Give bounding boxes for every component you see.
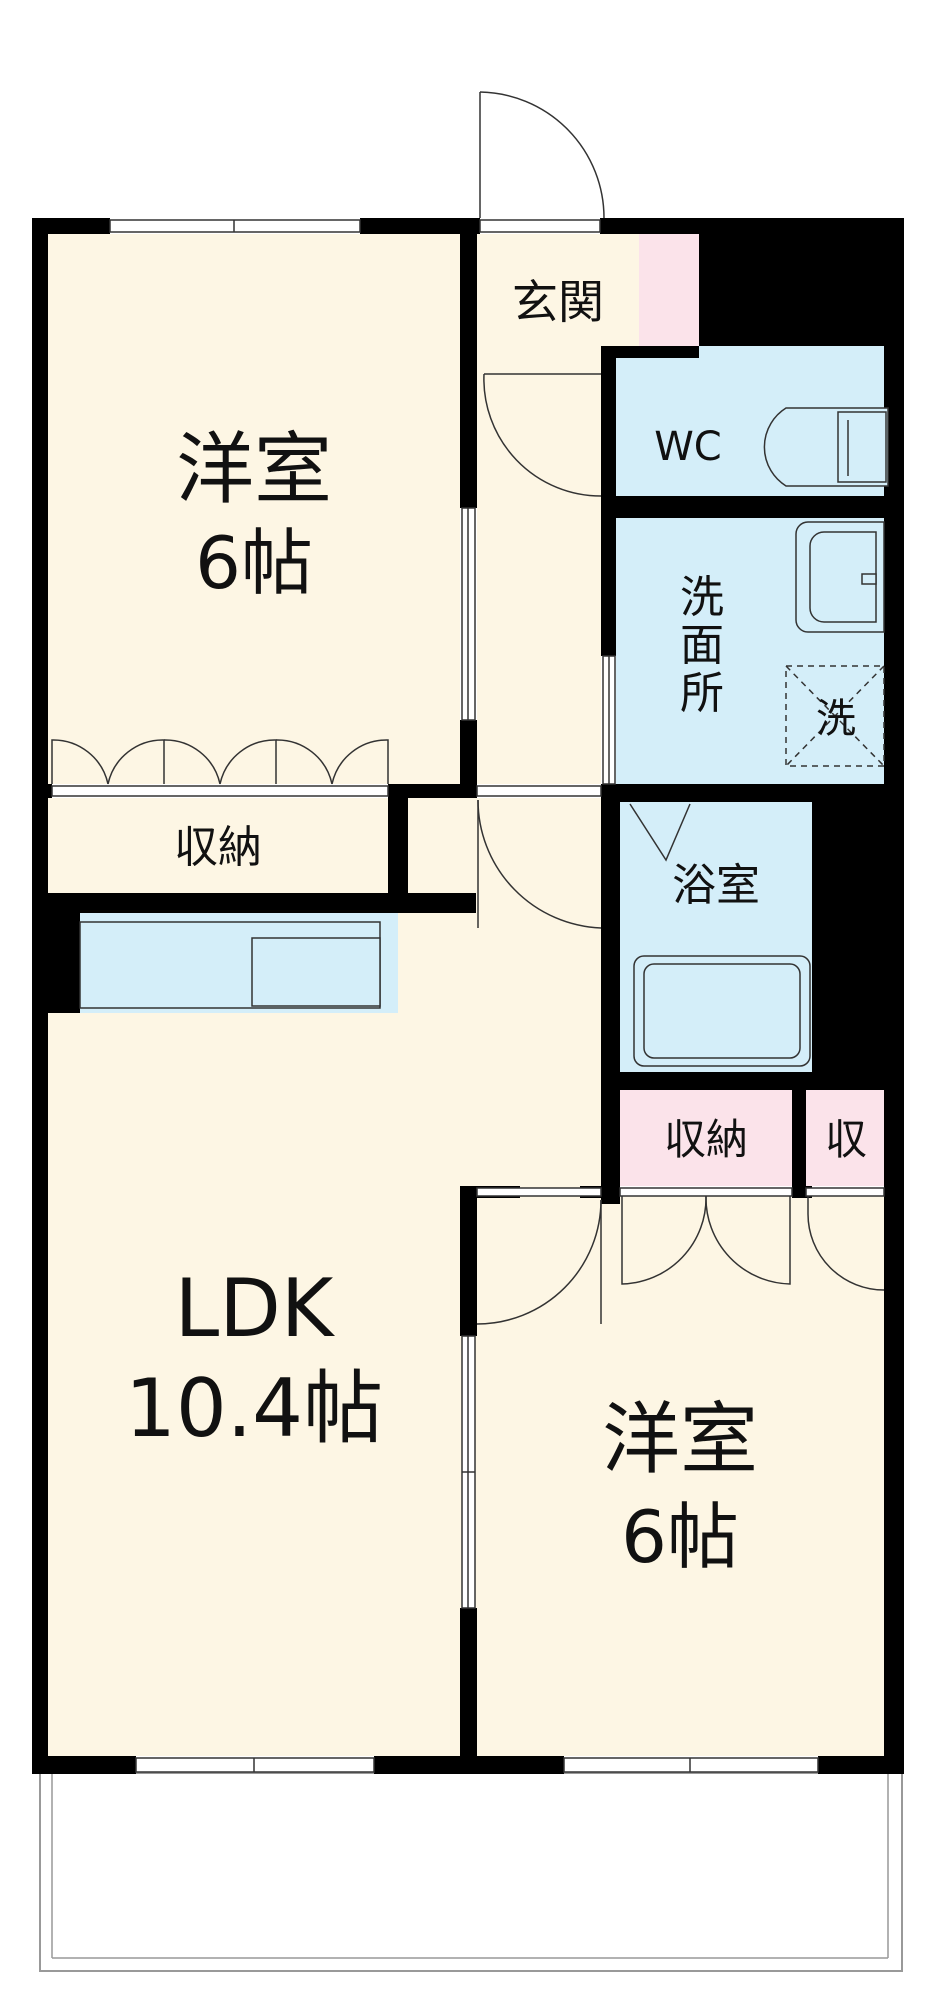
wall-bottom-right: [818, 1756, 904, 1774]
entrance-shoebox-floor: [639, 234, 699, 358]
wall-storage-divider: [792, 1086, 806, 1196]
western-room-2-name: 洋室: [602, 1395, 758, 1485]
wall-room1-right: [460, 218, 477, 508]
wall-block: [812, 784, 884, 1090]
washer-label: 洗: [816, 696, 856, 742]
wall-ldk-room2: [460, 1186, 477, 1336]
washer-diag: [785, 665, 885, 767]
wall-ldk-room2: [460, 1608, 477, 1774]
wall-bottom-left: [32, 1756, 136, 1774]
walls: [32, 218, 904, 1774]
western-room-2-floor: [477, 1192, 887, 1756]
sliding-doors: [51, 507, 885, 1609]
hall-door-arc: [483, 373, 602, 497]
window-room1: [109, 219, 361, 233]
faucet: [861, 573, 877, 585]
wall-right: [884, 218, 904, 1774]
wall-room1-right: [460, 720, 477, 798]
western-room-1-size: 6帖: [195, 521, 313, 605]
bathroom-label: 浴室: [672, 860, 760, 911]
wall-hall-right: [601, 496, 616, 656]
closet-door: [219, 739, 277, 785]
wall-hall-right: [601, 358, 616, 496]
closet-door: [331, 739, 389, 785]
storage-2-label: 収納: [664, 1115, 748, 1164]
swing-doors: [51, 91, 885, 1325]
ldk-name: LDK: [175, 1262, 336, 1355]
toilet-tank: [837, 411, 887, 483]
closet-door: [621, 1195, 707, 1285]
washer-space: [785, 665, 885, 767]
closet-rail-room2: [619, 1187, 793, 1197]
wall-bath-left: [601, 784, 620, 1204]
storage-small-floor: [806, 1090, 886, 1186]
closet-door: [705, 1195, 791, 1285]
window-entrance: [479, 219, 601, 233]
window-room2: [563, 1757, 819, 1773]
bathtub-inner: [643, 963, 801, 1059]
front-door-arc: [479, 91, 605, 219]
washroom-label-1: 洗: [680, 572, 724, 623]
western-room-2-size: 6帖: [621, 1495, 739, 1579]
closet-door: [807, 1196, 885, 1291]
pipe-shaft: [699, 218, 904, 346]
wall-wc-bottom: [601, 496, 884, 518]
bath-door: [629, 803, 691, 862]
wall-wash-bottom: [601, 784, 884, 802]
ldk-size: 10.4帖: [125, 1362, 383, 1455]
stove: [251, 937, 381, 1007]
entrance-floor: [477, 234, 639, 364]
windows: [109, 219, 819, 1773]
wall-room1-bottom: [388, 784, 477, 798]
closet-door: [107, 739, 165, 785]
fixtures: [79, 407, 889, 1067]
wall-bath-bottom: [601, 1072, 884, 1090]
wall-top-mid: [360, 218, 480, 234]
ldk-door-arc: [477, 799, 602, 929]
wall-wc-top: [601, 346, 699, 358]
closet-rail-small: [805, 1187, 885, 1197]
door-threshold-hall: [476, 785, 602, 797]
storage-2-floor: [620, 1090, 792, 1186]
window-ldk: [135, 1757, 375, 1773]
washroom-label-2: 面: [680, 620, 724, 671]
closet-door: [51, 739, 109, 785]
storage-1-label: 収納: [174, 822, 262, 873]
closet-door: [275, 739, 333, 785]
labels: 洋室 6帖 玄関 WC 洗 面 所 洗 浴室 収納 収納 収 LDK 10.4帖…: [125, 275, 867, 1579]
closet-door: [163, 739, 221, 785]
wash-basin-bowl: [809, 531, 877, 623]
closet-rail-room1: [51, 785, 389, 797]
wall-top-left: [32, 218, 110, 234]
balcony-floor: [39, 1772, 903, 1972]
wall-storage1-bottom: [32, 893, 476, 913]
western-room-1-name: 洋室: [176, 425, 332, 515]
room2-door-arc: [476, 1199, 602, 1325]
wc-label: WC: [654, 424, 721, 470]
washroom-label-3: 所: [680, 668, 724, 719]
storage-small-label: 収: [825, 1115, 867, 1164]
western-room-1-floor: [48, 234, 460, 784]
door-threshold-room2: [476, 1187, 602, 1197]
wall-storage1-right: [388, 784, 408, 898]
hall-floor: [477, 364, 601, 784]
wall-room1-bottom: [32, 784, 52, 798]
entrance-label: 玄関: [512, 275, 604, 329]
